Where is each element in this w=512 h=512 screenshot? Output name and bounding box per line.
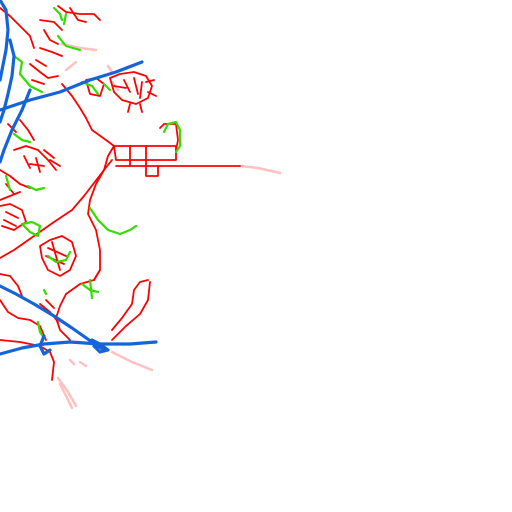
trail-west-1 (12, 132, 32, 144)
trail-west-4 (20, 220, 42, 238)
road-southwest (0, 339, 55, 381)
road-south-east-2 (111, 281, 151, 341)
highway-southern-east (0, 340, 158, 356)
highways-layer (0, 0, 158, 356)
road-west-cluster-4 (39, 235, 77, 277)
road-central-west (85, 117, 93, 131)
planned-road-mid-dash (68, 358, 88, 368)
trail-central (88, 206, 138, 236)
road-north-loop-ribs (113, 77, 143, 99)
highway-south (0, 284, 106, 352)
trail-east-loop (162, 120, 182, 154)
road-west-cluster-3 (0, 203, 27, 231)
trail-west-2 (4, 174, 12, 192)
road-west-branch (0, 273, 23, 297)
road-south-east (111, 279, 149, 331)
road-arterial-west (0, 169, 105, 259)
highway-north-west-2 (0, 38, 16, 124)
planned-road-south-east (110, 350, 154, 372)
trail-south-3 (42, 288, 48, 296)
trail-west-3 (26, 184, 46, 192)
trail-north-ring (102, 82, 112, 92)
trail-north-1 (52, 6, 68, 26)
local-roads-layer (0, 5, 241, 381)
road-west-cluster-2 (0, 169, 31, 195)
highway-south-interchange (90, 338, 110, 354)
planned-road-north-a (60, 42, 98, 52)
trail-west-5 (46, 250, 72, 264)
road-north-cluster-2 (29, 59, 59, 85)
planned-roads-layer (56, 42, 282, 410)
road-central-inner-2 (145, 145, 159, 177)
road-north-cluster-1 (39, 19, 63, 57)
highway-southwest-loop (38, 334, 52, 356)
road-north-spur (127, 79, 157, 113)
planned-road-south-b (58, 382, 74, 410)
trail-south-1 (80, 278, 100, 300)
road-west-spine (0, 191, 21, 201)
road-central-link (91, 129, 115, 171)
planned-road-east (238, 164, 282, 175)
highway-north-west (0, 0, 10, 82)
road-north-cluster-3 (57, 5, 101, 23)
road-south-loop (65, 269, 101, 295)
road-far-west (0, 299, 47, 341)
trail-north-3 (12, 54, 44, 94)
road-main-curve (87, 159, 113, 281)
green-paths-layer (4, 6, 182, 340)
highway-diagonal-west (0, 88, 32, 164)
trail-north-2 (56, 34, 82, 52)
road-west-cluster-1 (13, 145, 61, 173)
road-central-block (113, 145, 177, 161)
planned-road-north-b (64, 60, 114, 74)
planned-road-south-a (56, 376, 78, 408)
